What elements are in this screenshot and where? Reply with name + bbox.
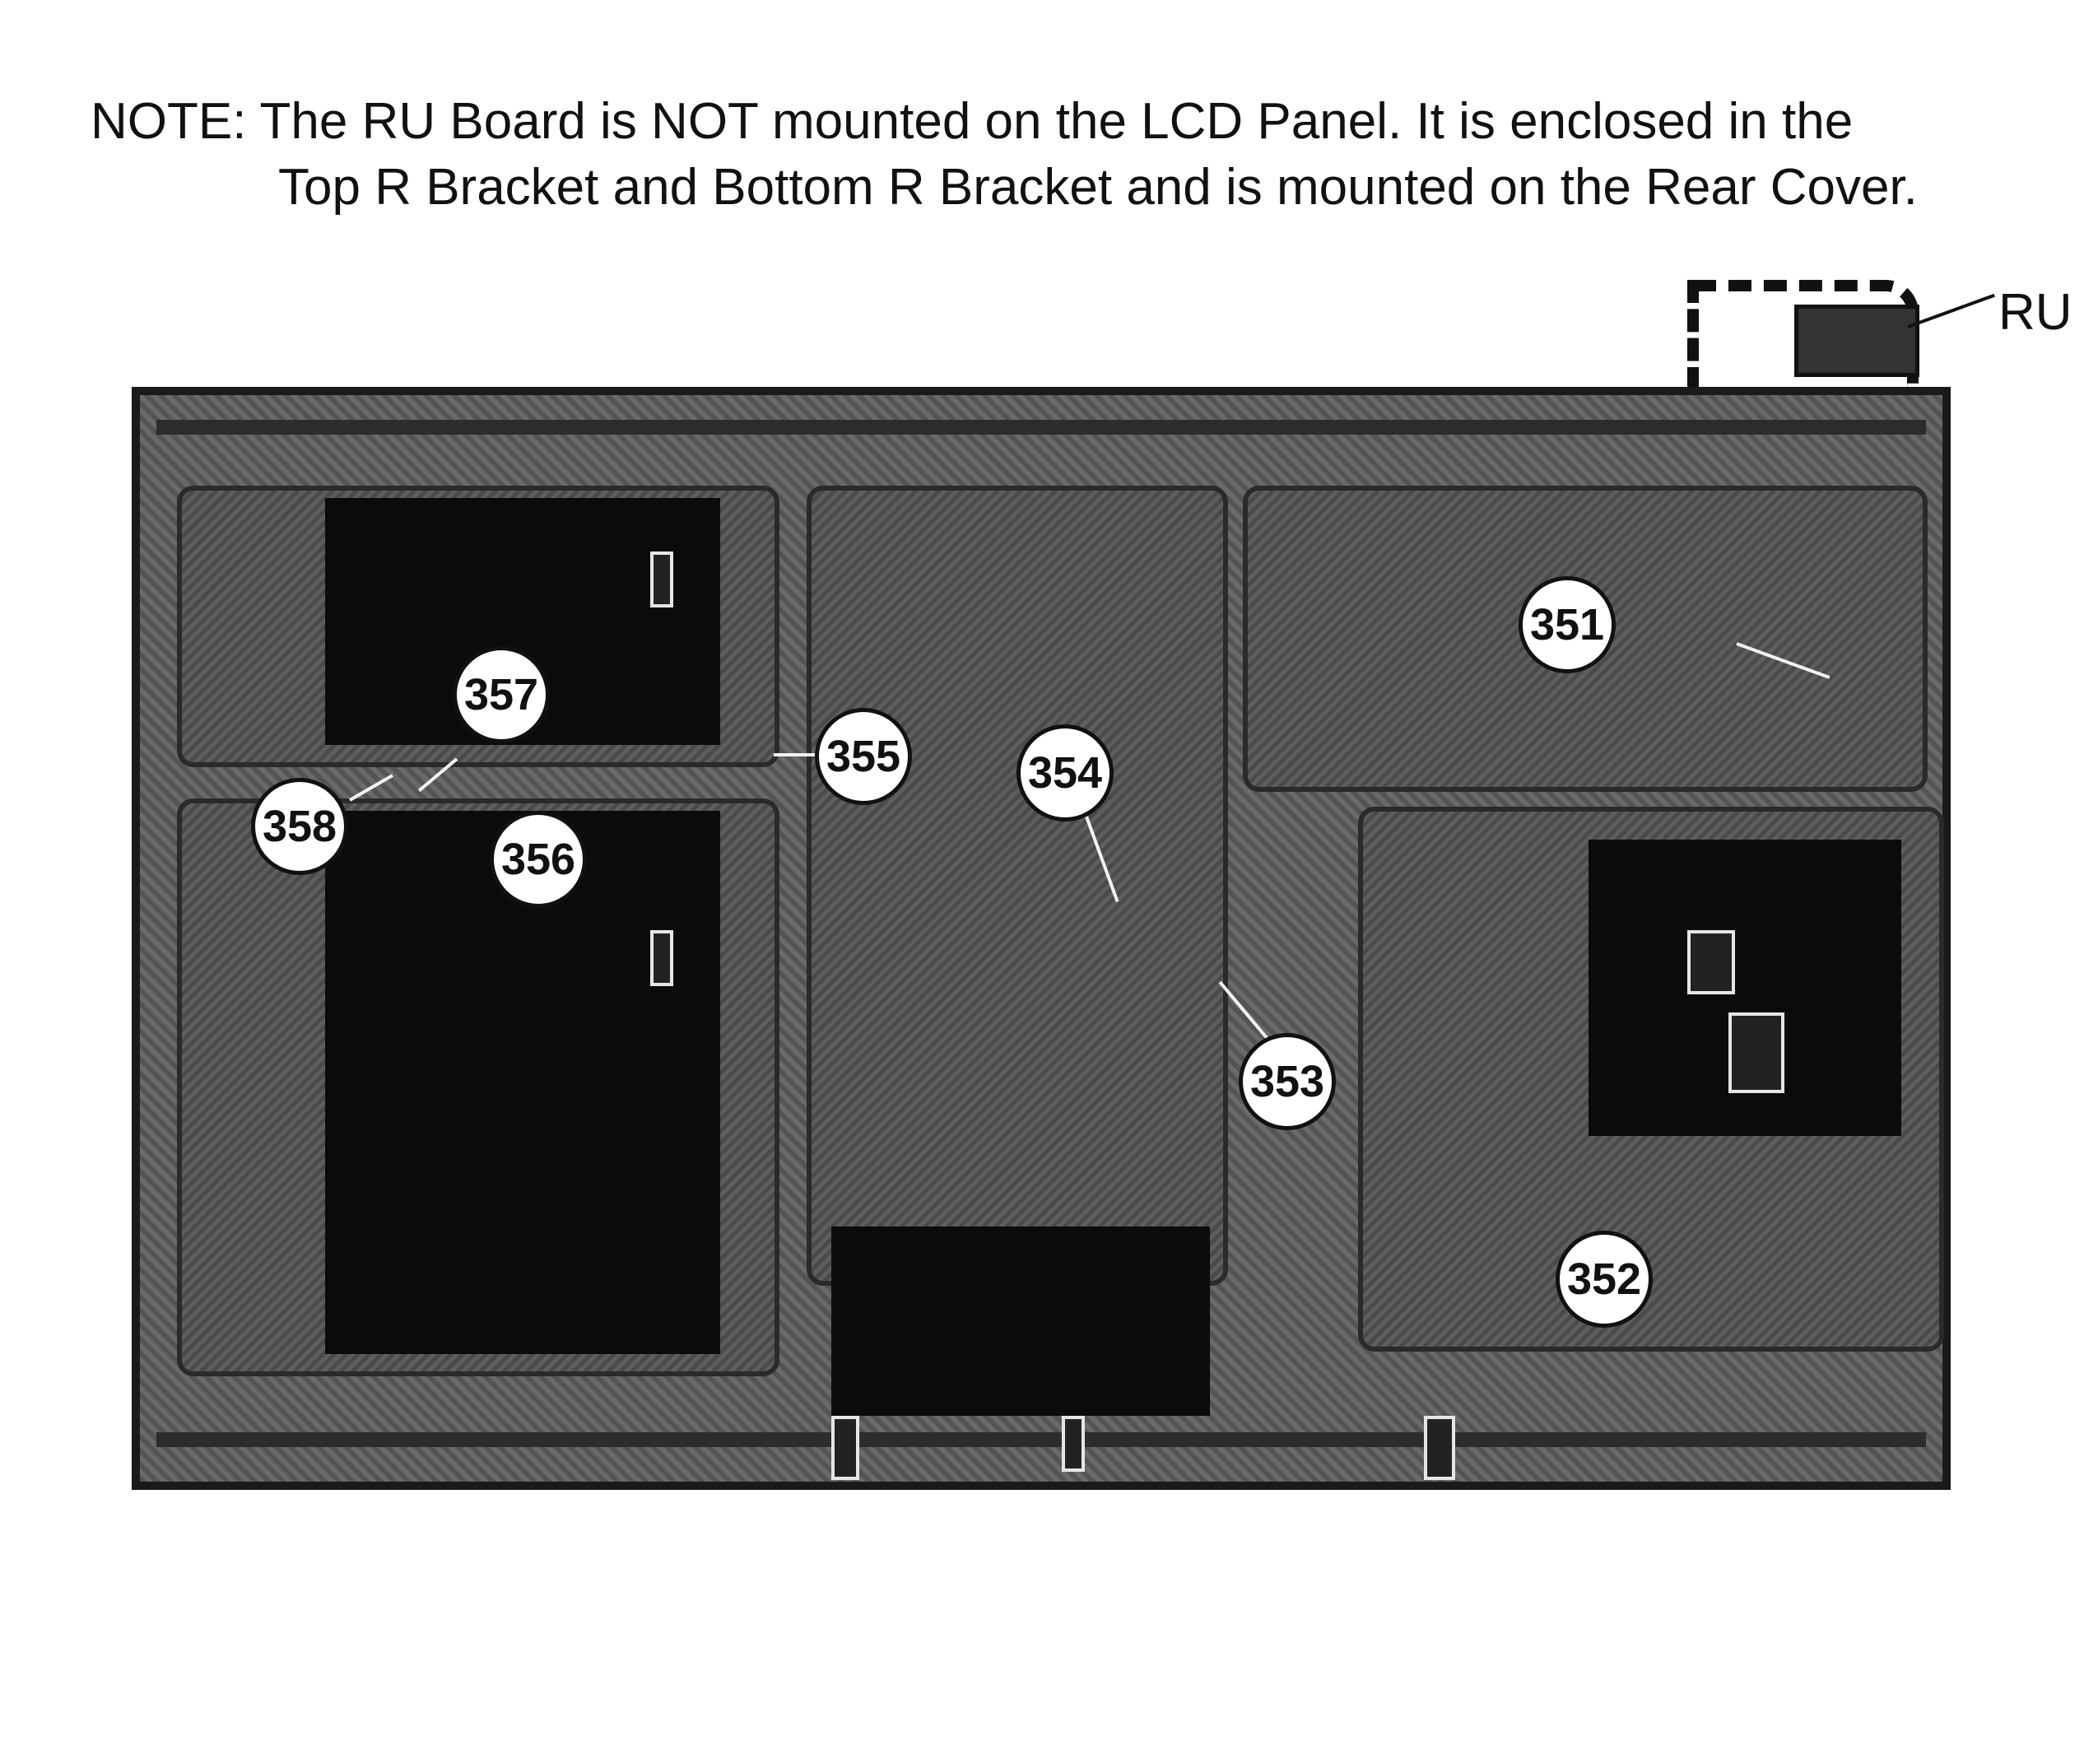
callout-357: 357 (453, 646, 550, 743)
bottom-rail (156, 1432, 1926, 1447)
center-section (807, 486, 1228, 1286)
callout-355: 355 (815, 708, 912, 805)
connector (831, 1416, 859, 1480)
connector (650, 930, 673, 986)
top-rail (156, 420, 1926, 435)
center-lower-dark (831, 1226, 1210, 1416)
callout-352: 352 (1556, 1231, 1653, 1328)
ru-board (1794, 305, 1919, 377)
callout-358: 358 (251, 778, 348, 875)
ru-label: RU (1998, 284, 2072, 341)
callout-354: 354 (1016, 724, 1114, 821)
note-line-2: Top R Bracket and Bottom R Bracket and i… (278, 159, 1918, 216)
ru-leader-line (1907, 293, 1995, 328)
note-line-1: NOTE: The RU Board is NOT mounted on the… (91, 93, 1854, 150)
callout-351: 351 (1519, 576, 1616, 673)
lcd-panel-rear (132, 387, 1951, 1490)
callout-353: 353 (1239, 1033, 1336, 1130)
component (1728, 1012, 1784, 1093)
connector (1424, 1416, 1455, 1480)
connector (1062, 1416, 1085, 1472)
connector (650, 552, 673, 607)
component (1687, 930, 1735, 994)
callout-356: 356 (490, 811, 587, 908)
note-text: NOTE: The RU Board is NOT mounted on the… (91, 89, 2082, 221)
